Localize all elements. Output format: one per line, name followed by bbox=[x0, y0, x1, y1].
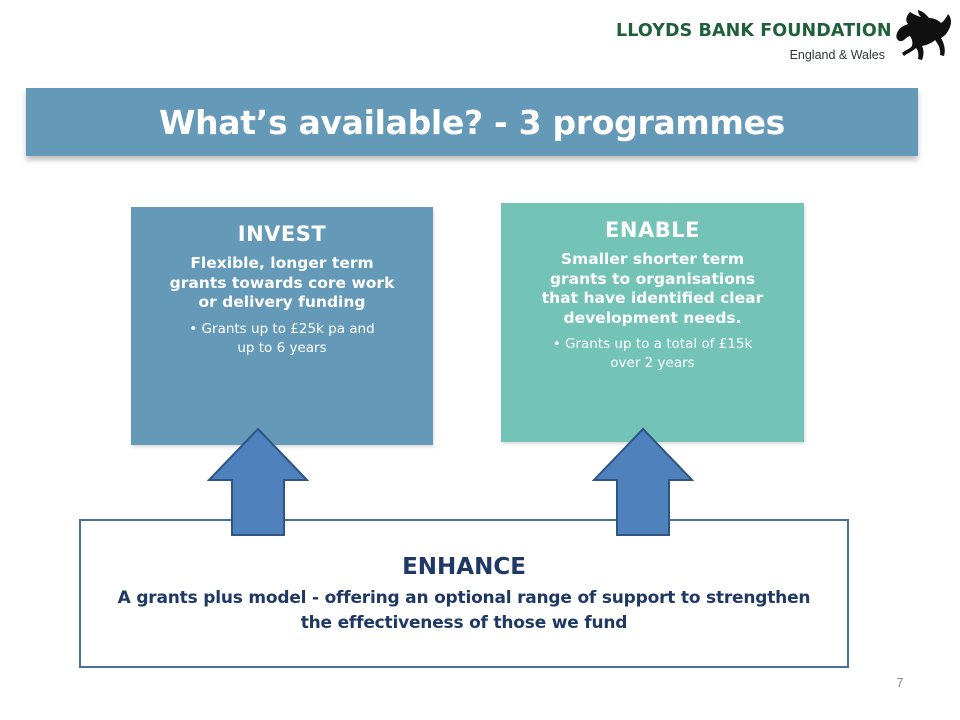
foundation-logo: LLOYDS BANK FOUNDATION England & Wales bbox=[612, 3, 957, 65]
slide-title: What’s available? - 3 programmes bbox=[158, 102, 786, 142]
invest-description: Flexible, longer term grants towards cor… bbox=[169, 254, 395, 311]
enhance-box: ENHANCE A grants plus model - offering a… bbox=[79, 519, 849, 668]
invest-heading: INVEST bbox=[237, 222, 327, 246]
enable-card: ENABLE Smaller shorter term grants to or… bbox=[501, 203, 804, 442]
up-arrow-icon bbox=[207, 427, 309, 536]
up-arrow-icon bbox=[592, 427, 694, 536]
enable-bullet: • Grants up to a total of £15k over 2 ye… bbox=[552, 336, 753, 371]
enhance-description: A grants plus model - offering an option… bbox=[117, 588, 811, 633]
invest-bullet: • Grants up to £25k pa and up to 6 years bbox=[189, 320, 375, 356]
page-number: 7 bbox=[896, 676, 904, 690]
enable-heading: ENABLE bbox=[605, 218, 700, 242]
logo-name: LLOYDS BANK FOUNDATION bbox=[616, 21, 892, 41]
enable-description: Smaller shorter term grants to organisat… bbox=[541, 250, 764, 327]
logo-subtitle: England & Wales bbox=[789, 48, 885, 62]
black-horse-icon bbox=[896, 10, 952, 60]
title-banner: What’s available? - 3 programmes bbox=[26, 88, 918, 156]
invest-card: INVEST Flexible, longer term grants towa… bbox=[131, 207, 433, 445]
enhance-heading: ENHANCE bbox=[402, 554, 526, 580]
